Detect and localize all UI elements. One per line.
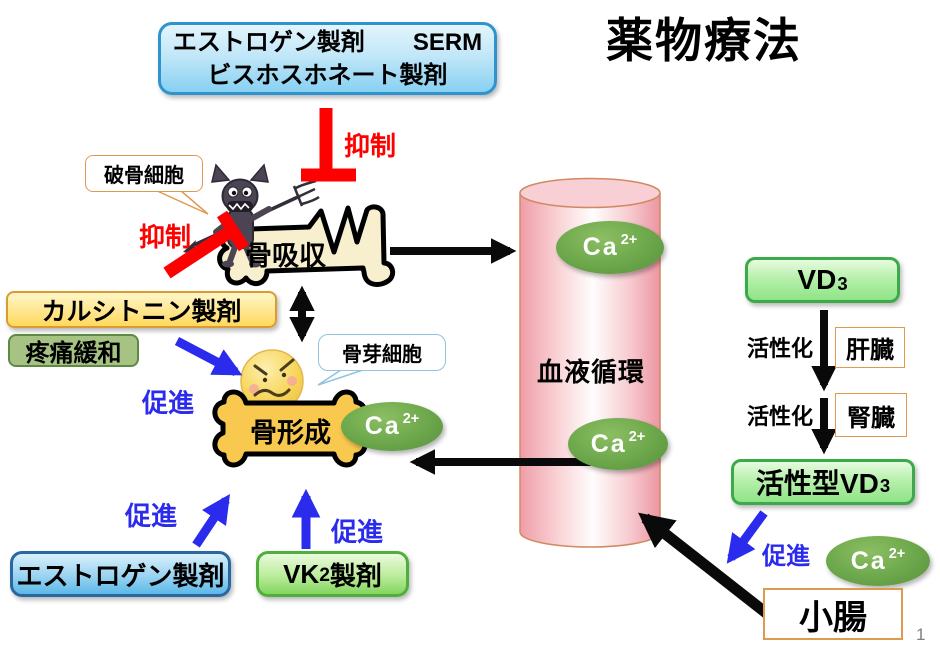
inhibit-diagonal-crossbar <box>216 210 250 252</box>
osteoblast-face-icon <box>240 349 304 413</box>
vk2-suffix: 製剤 <box>329 560 382 591</box>
vd3-subscript: 3 <box>837 272 848 294</box>
active-vd3-subscript: 3 <box>879 474 891 496</box>
vd3-text: VD <box>797 264 837 295</box>
pain-relief-box: 疼痛緩和 <box>8 334 139 367</box>
ca-text: Ca <box>850 546 887 575</box>
promote-label-vd: 促進 <box>762 543 810 570</box>
arrow-intestine-to-blood <box>638 512 774 621</box>
ca-text: Ca <box>364 412 401 440</box>
osteoclast-bubble: 破骨細胞 <box>85 155 203 192</box>
ca-text: Ca <box>590 429 627 458</box>
ca-text: Ca <box>582 233 619 261</box>
inhibit-diagonal <box>163 221 241 279</box>
inhibit-label-top: 抑制 <box>344 131 397 161</box>
ca-charge: 2+ <box>620 232 638 249</box>
bone-formation-label: 骨形成 <box>250 418 331 448</box>
arrow-vd3-to-intestine <box>726 510 768 564</box>
blood-circulation-label: 血液循環 <box>537 357 646 387</box>
arrow-calcitonin-to-formation <box>174 337 243 376</box>
antiresorptive-line2: ビスホスホネート製剤 <box>207 61 448 89</box>
kidney-box: 腎臓 <box>835 393 907 437</box>
activate-label-liver: 活性化 <box>747 336 814 361</box>
promote-label-calcitonin: 促進 <box>142 388 195 418</box>
vk2-text: VK <box>283 558 320 589</box>
liver-box: 肝臓 <box>835 327 905 368</box>
osteoblast-bubble: 骨芽細胞 <box>318 334 446 371</box>
antiresorptive-drugs-box: エストロゲン製剤 SERM ビスホスホネート製剤 <box>158 22 497 95</box>
promote-label-vk2: 促進 <box>331 517 384 547</box>
activate-label-kidney: 活性化 <box>747 404 814 429</box>
intestine-box: 小腸 <box>763 588 903 640</box>
active-vd3-text: 活性型VD <box>755 468 879 499</box>
page-title: 薬物療法 <box>606 14 802 67</box>
ca-charge: 2+ <box>402 411 420 428</box>
osteoclast-bubble-tail <box>154 189 209 215</box>
vk2-subscript: 2 <box>319 564 330 586</box>
calcitonin-box: カルシトニン製剤 <box>6 291 277 328</box>
estrogen-box: エストロゲン製剤 <box>10 551 231 597</box>
antiresorptive-drugs-text: エストロゲン製剤 SERM ビスホスホネート製剤 <box>173 26 482 92</box>
page-number: 1 <box>916 625 926 644</box>
antiresorptive-line1: エストロゲン製剤 SERM <box>172 28 483 56</box>
inhibition-marks <box>163 108 356 279</box>
bone-resorption-label: 骨吸収 <box>245 241 326 271</box>
promote-label-estrogen: 促進 <box>125 501 178 531</box>
flow-arrows <box>390 238 774 621</box>
arrow-estrogen-to-formation <box>192 494 230 548</box>
promotion-arrows <box>174 337 768 564</box>
ca-charge: 2+ <box>888 545 906 562</box>
inhibit-label-left: 抑制 <box>139 222 192 252</box>
ca-charge: 2+ <box>628 428 646 445</box>
